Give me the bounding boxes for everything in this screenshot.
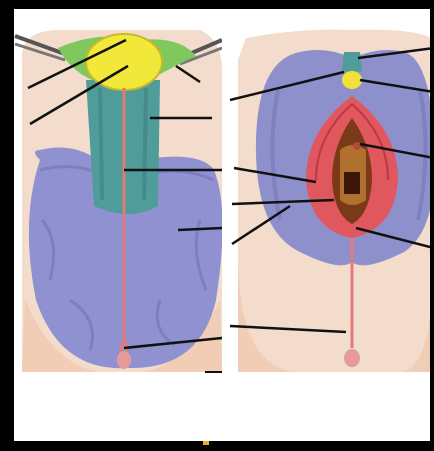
anus-female xyxy=(344,349,360,367)
clitoral-hood xyxy=(342,52,362,72)
anus xyxy=(117,351,131,369)
male-perineum-illustration xyxy=(15,30,223,373)
clitoris xyxy=(342,71,362,89)
female-perineum-illustration xyxy=(230,30,434,372)
